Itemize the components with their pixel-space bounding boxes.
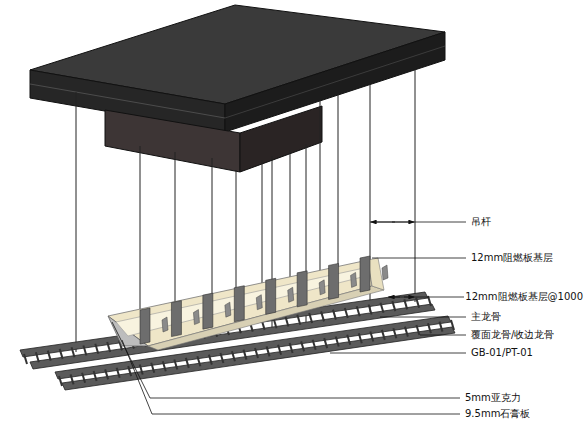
callout-label: 12mm阻燃板基层@1000 (464, 291, 584, 303)
callout-label: 5mm亚克力 (464, 392, 522, 404)
callout-label: 主龙骨 (470, 311, 502, 323)
main-runner-plates (140, 256, 388, 344)
callout-label: 覆面龙骨/收边龙骨 (470, 329, 555, 341)
acrylic-trough (108, 258, 384, 350)
hanger-rods (76, 70, 415, 352)
concrete-slab (30, 5, 445, 132)
callout-label: 吊杆 (470, 216, 492, 228)
callout-label: 9.5mm石膏板 (464, 408, 531, 420)
callout-label: GB-01/PT-01 (470, 347, 534, 359)
concrete-beam (105, 106, 322, 172)
callout-label: 12mm阻燃板基层 (470, 252, 554, 264)
leader-lines (112, 222, 466, 414)
